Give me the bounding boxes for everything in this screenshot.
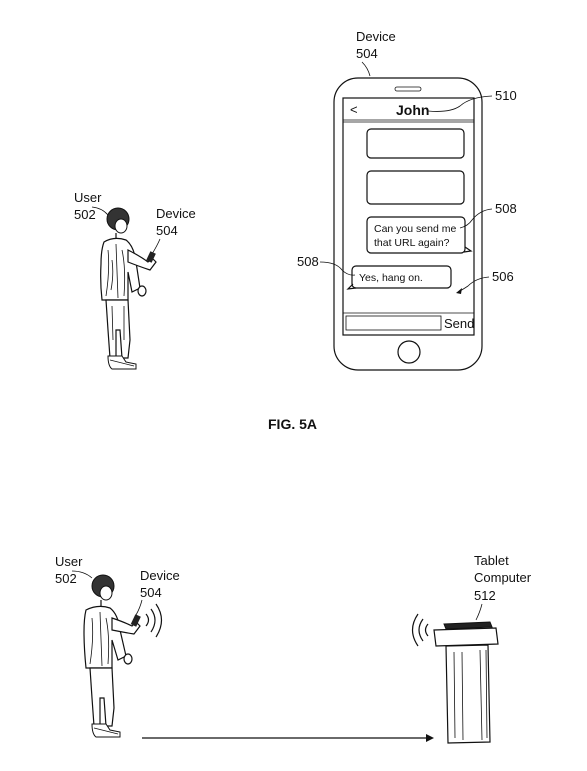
- device-label-top: Device: [356, 29, 396, 44]
- tablet-signal-waves-icon: [411, 613, 429, 647]
- user-label-a: User: [74, 190, 102, 205]
- send-button[interactable]: Send: [444, 316, 474, 331]
- signal-waves-icon: [145, 603, 163, 638]
- phone-device: < John Can you send me that URL again? Y…: [333, 77, 483, 371]
- phone-speaker: [394, 86, 422, 92]
- user-leader-b: [71, 570, 93, 579]
- tablet-label-line1: Tablet: [474, 553, 509, 568]
- tablet-label-line2: Computer: [474, 570, 532, 585]
- tablet-computer: [433, 621, 499, 744]
- phone-frame: [333, 77, 483, 371]
- ref-508-left: 508: [297, 254, 319, 269]
- device-leader-b: [135, 599, 143, 616]
- user-ref-a: 502: [74, 207, 96, 222]
- tablet-ref: 512: [474, 588, 496, 603]
- device-leader-top: [361, 61, 371, 77]
- ref-506: 506: [492, 269, 514, 284]
- device-ref-top: 504: [356, 46, 378, 61]
- message-input-field[interactable]: [345, 315, 442, 331]
- device-ref-b: 504: [140, 585, 162, 600]
- message-bubble-2: [366, 170, 465, 205]
- message-bubble-1: [366, 128, 465, 159]
- message-incoming-line2: that URL again?: [374, 237, 450, 249]
- phone-home-button[interactable]: [397, 340, 421, 364]
- ref-508-top: 508: [495, 201, 517, 216]
- leader-508-left: [319, 261, 356, 276]
- message-outgoing: Yes, hang on.: [359, 272, 423, 284]
- small-device-leader: [151, 238, 161, 255]
- message-incoming-line1: Can you send me: [374, 223, 456, 235]
- message-bubble-incoming: [366, 216, 466, 254]
- small-device-label: Device: [156, 206, 196, 221]
- phone-screen: [342, 97, 475, 336]
- contact-name: John: [396, 102, 429, 118]
- small-device-ref: 504: [156, 223, 178, 238]
- ref-510: 510: [495, 88, 517, 103]
- leader-510: [427, 95, 493, 112]
- back-icon[interactable]: <: [350, 102, 358, 117]
- leader-508-top: [459, 208, 493, 229]
- user-leader-a: [91, 206, 109, 216]
- device-label-b: Device: [140, 568, 180, 583]
- figure-caption: FIG. 5A: [268, 416, 317, 432]
- user-label-b: User: [55, 554, 83, 569]
- tablet-leader: [475, 603, 483, 621]
- user-figure-b: [83, 574, 141, 738]
- message-bubble-outgoing: [351, 265, 452, 289]
- user-ref-b: 502: [55, 571, 77, 586]
- user-figure-a: [100, 207, 157, 370]
